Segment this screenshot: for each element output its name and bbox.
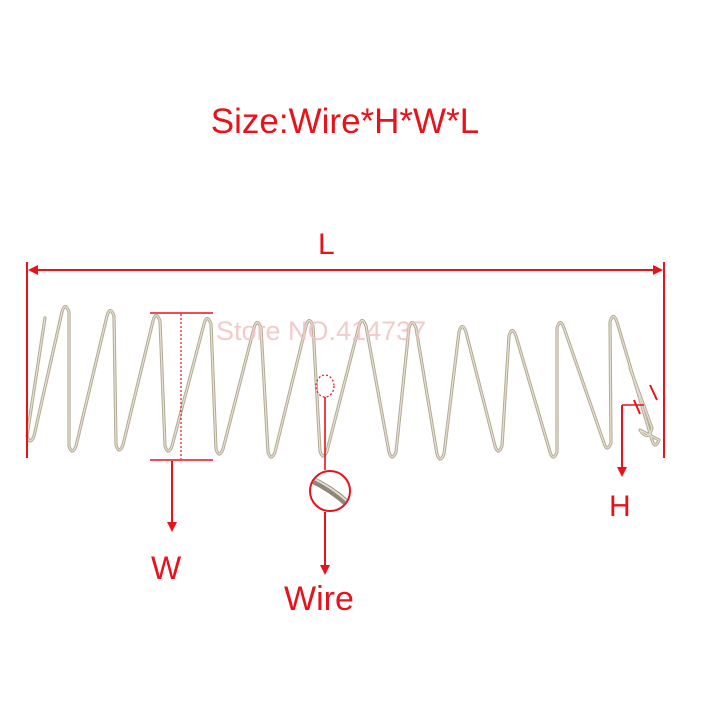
height-label: H [609, 490, 631, 523]
height-marker [649, 384, 658, 401]
length-dimension [26, 262, 665, 458]
store-watermark: Store NO.414737 [216, 316, 427, 346]
spring-coil [25, 304, 661, 461]
width-label: W [151, 550, 182, 586]
width-dimension [150, 312, 213, 532]
height-tick [633, 399, 641, 415]
length-label: L [318, 228, 335, 261]
height-callout [617, 384, 658, 477]
wire-label: Wire [284, 580, 354, 618]
size-title: Size:Wire*H*W*L [210, 102, 480, 141]
wire-zoom-detail [311, 476, 349, 508]
wire-marker-circle [315, 374, 335, 398]
wire-callout [309, 374, 351, 575]
